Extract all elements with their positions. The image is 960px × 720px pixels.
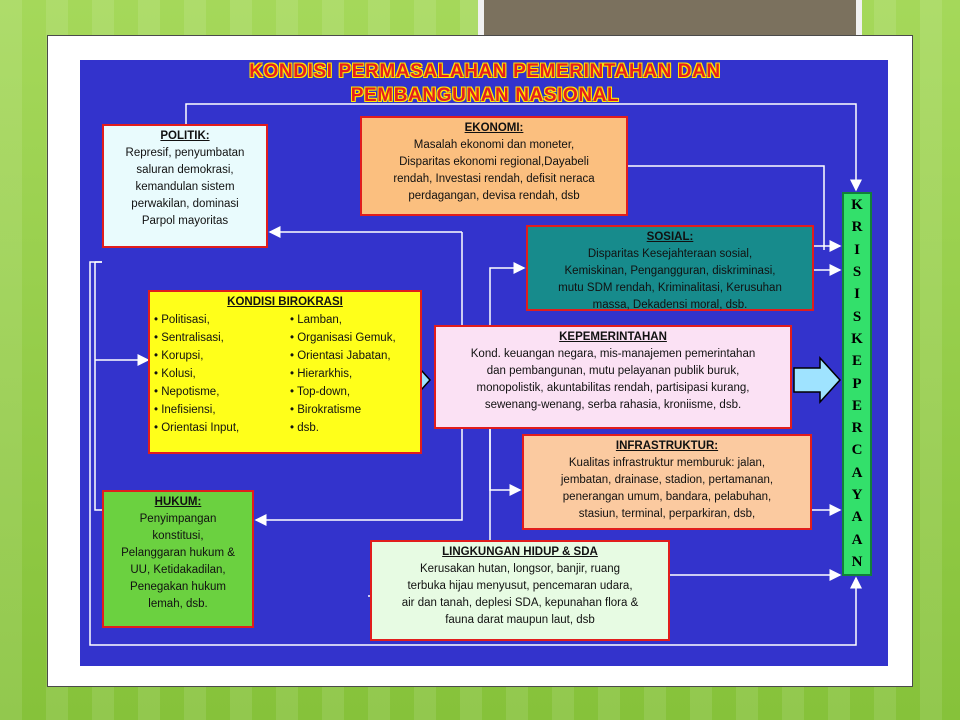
lingkungan-line: fauna darat maupun laut, dsb [445,614,595,626]
krisis-letter: R [851,219,863,236]
lingkungan-line: air dan tanah, deplesi SDA, kepunahan fl… [401,597,639,609]
krisis-letter: E [851,353,862,370]
sosial-line: Disparitas Kesejahteraan sosial, [587,248,753,260]
kepemerintahan-line: dan pembangunan, mutu pelayanan publik b… [486,365,740,377]
krisis-kepercayaan-box: K R I S I S K E P E R C A Y A A N [842,192,872,576]
infrastruktur-heading: INFRASTRUKTUR: [615,440,719,452]
hukum-line: Pelanggaran hukum & [121,547,235,559]
krisis-letter: S [852,308,862,325]
birokrasi-item: • Orientasi Input, [154,422,240,434]
krisis-letter: P [852,375,862,392]
birokrasi-box: KONDISI BIROKRASI • Politisasi, • Sentra… [148,290,422,454]
title-line-1: KONDISI PERMASALAHAN PEMERINTAHAN DAN [249,61,721,82]
lingkungan-box: LINGKUNGAN HIDUP & SDA Kerusakan hutan, … [370,540,670,641]
infrastruktur-line: jembatan, drainase, stadion, pertamanan, [560,474,774,486]
hukum-box: HUKUM: Penyimpangan konstitusi, Pelangga… [102,490,254,628]
birokrasi-item: • Lamban, [290,314,342,326]
hukum-line: Penegakan hukum [130,581,226,593]
infrastruktur-box: INFRASTRUKTUR: Kualitas infrastruktur me… [522,434,812,530]
politik-line: kemandulan sistem [135,181,235,193]
hukum-line: lemah, dsb. [148,598,208,610]
sosial-line: Kemiskinan, Pengangguran, diskriminasi, [564,265,776,277]
krisis-letter: E [851,397,862,414]
kepemerintahan-line: Kond. keuangan negara, mis-manajemen pem… [470,348,756,360]
birokrasi-item: • Birokratisme [290,404,362,416]
sosial-line: massa, Dekadensi moral, dsb. [592,299,748,311]
krisis-letter: A [851,531,863,548]
hukum-line: Penyimpangan [139,513,217,525]
ekonomi-line: Disparitas ekonomi regional,Dayabeli [399,156,589,168]
krisis-letter: K [851,330,863,347]
hukum-line: konstitusi, [152,530,204,542]
ekonomi-box: EKONOMI: Masalah ekonomi dan moneter, Di… [360,116,628,216]
kepemerintahan-line: sewenang-wenang, serba rahasia, kroniism… [484,399,742,411]
birokrasi-item: • Hierarkhis, [290,368,353,380]
politik-line: Parpol mayoritas [141,215,229,227]
birokrasi-item: • Kolusi, [154,368,196,380]
politik-heading: POLITIK: [160,130,210,142]
lingkungan-line: Kerusakan hutan, longsor, banjir, ruang [419,563,621,575]
krisis-letter: I [854,286,860,303]
politik-line: Represif, penyumbatan [125,147,245,159]
infrastruktur-line: Kualitas infrastruktur memburuk: jalan, [568,457,766,469]
birokrasi-item: • Politisasi, [154,314,210,326]
krisis-letter: I [854,241,860,258]
hukum-heading: HUKUM: [154,496,202,508]
krisis-letter: N [851,554,863,570]
krisis-letter: S [852,263,862,280]
hukum-line: UU, Ketidakadilan, [130,564,226,576]
birokrasi-item: • Orientasi Jabatan, [290,350,391,362]
birokrasi-item: • Organisasi Gemuk, [290,332,396,344]
birokrasi-item: • Korupsi, [154,350,204,362]
birokrasi-item: • Nepotisme, [154,386,220,398]
ekonomi-heading: EKONOMI: [464,122,524,134]
krisis-letter: A [851,509,863,526]
sosial-heading: SOSIAL: [646,231,694,243]
title-line-2: PEMBANGUNAN NASIONAL [350,85,620,106]
politik-line: perwakilan, dominasi [131,198,239,210]
krisis-letter: R [851,420,863,437]
lingkungan-heading: LINGKUNGAN HIDUP & SDA [442,546,598,558]
sosial-line: mutu SDM rendah, Kriminalitasi, Kerusuha… [558,282,782,294]
krisis-letter: Y [851,487,863,504]
birokrasi-item: • Inefisiensi, [154,404,216,416]
birokrasi-right-column: • Lamban, • Organisasi Gemuk, • Orientas… [290,311,416,437]
diagram-title: KONDISI PERMASALAHAN PEMERINTAHAN DAN PE… [120,60,850,108]
birokrasi-heading: KONDISI BIROKRASI [227,296,343,308]
krisis-letter: K [851,197,863,213]
politik-box: POLITIK: Represif, penyumbatan saluran d… [102,124,268,248]
kepemerintahan-heading: KEPEMERINTAHAN [559,331,667,343]
kepemerintahan-box: KEPEMERINTAHAN Kond. keuangan negara, mi… [434,325,792,429]
infrastruktur-line: penerangan umum, bandara, pelabuhan, [562,491,772,503]
infrastruktur-line: stasiun, terminal, perparkiran, dsb, [578,508,756,520]
ekonomi-line: perdagangan, devisa rendah, dsb [408,190,580,202]
kepemerintahan-line: monopolistik, akuntabilitas rendah, part… [476,382,750,394]
ekonomi-line: rendah, Investasi rendah, defisit neraca [393,173,595,185]
birokrasi-item: • dsb. [290,422,319,434]
krisis-letter: C [851,442,863,459]
birokrasi-item: • Top-down, [290,386,351,398]
birokrasi-left-column: • Politisasi, • Sentralisasi, • Korupsi,… [154,311,280,437]
ekonomi-line: Masalah ekonomi dan moneter, [413,139,575,151]
sosial-box: SOSIAL: Disparitas Kesejahteraan sosial,… [526,225,814,311]
birokrasi-item: • Sentralisasi, [154,332,224,344]
politik-line: saluran demokrasi, [136,164,234,176]
krisis-letter: A [851,464,863,481]
lingkungan-line: terbuka hijau menyusut, pencemaran udara… [407,580,633,592]
